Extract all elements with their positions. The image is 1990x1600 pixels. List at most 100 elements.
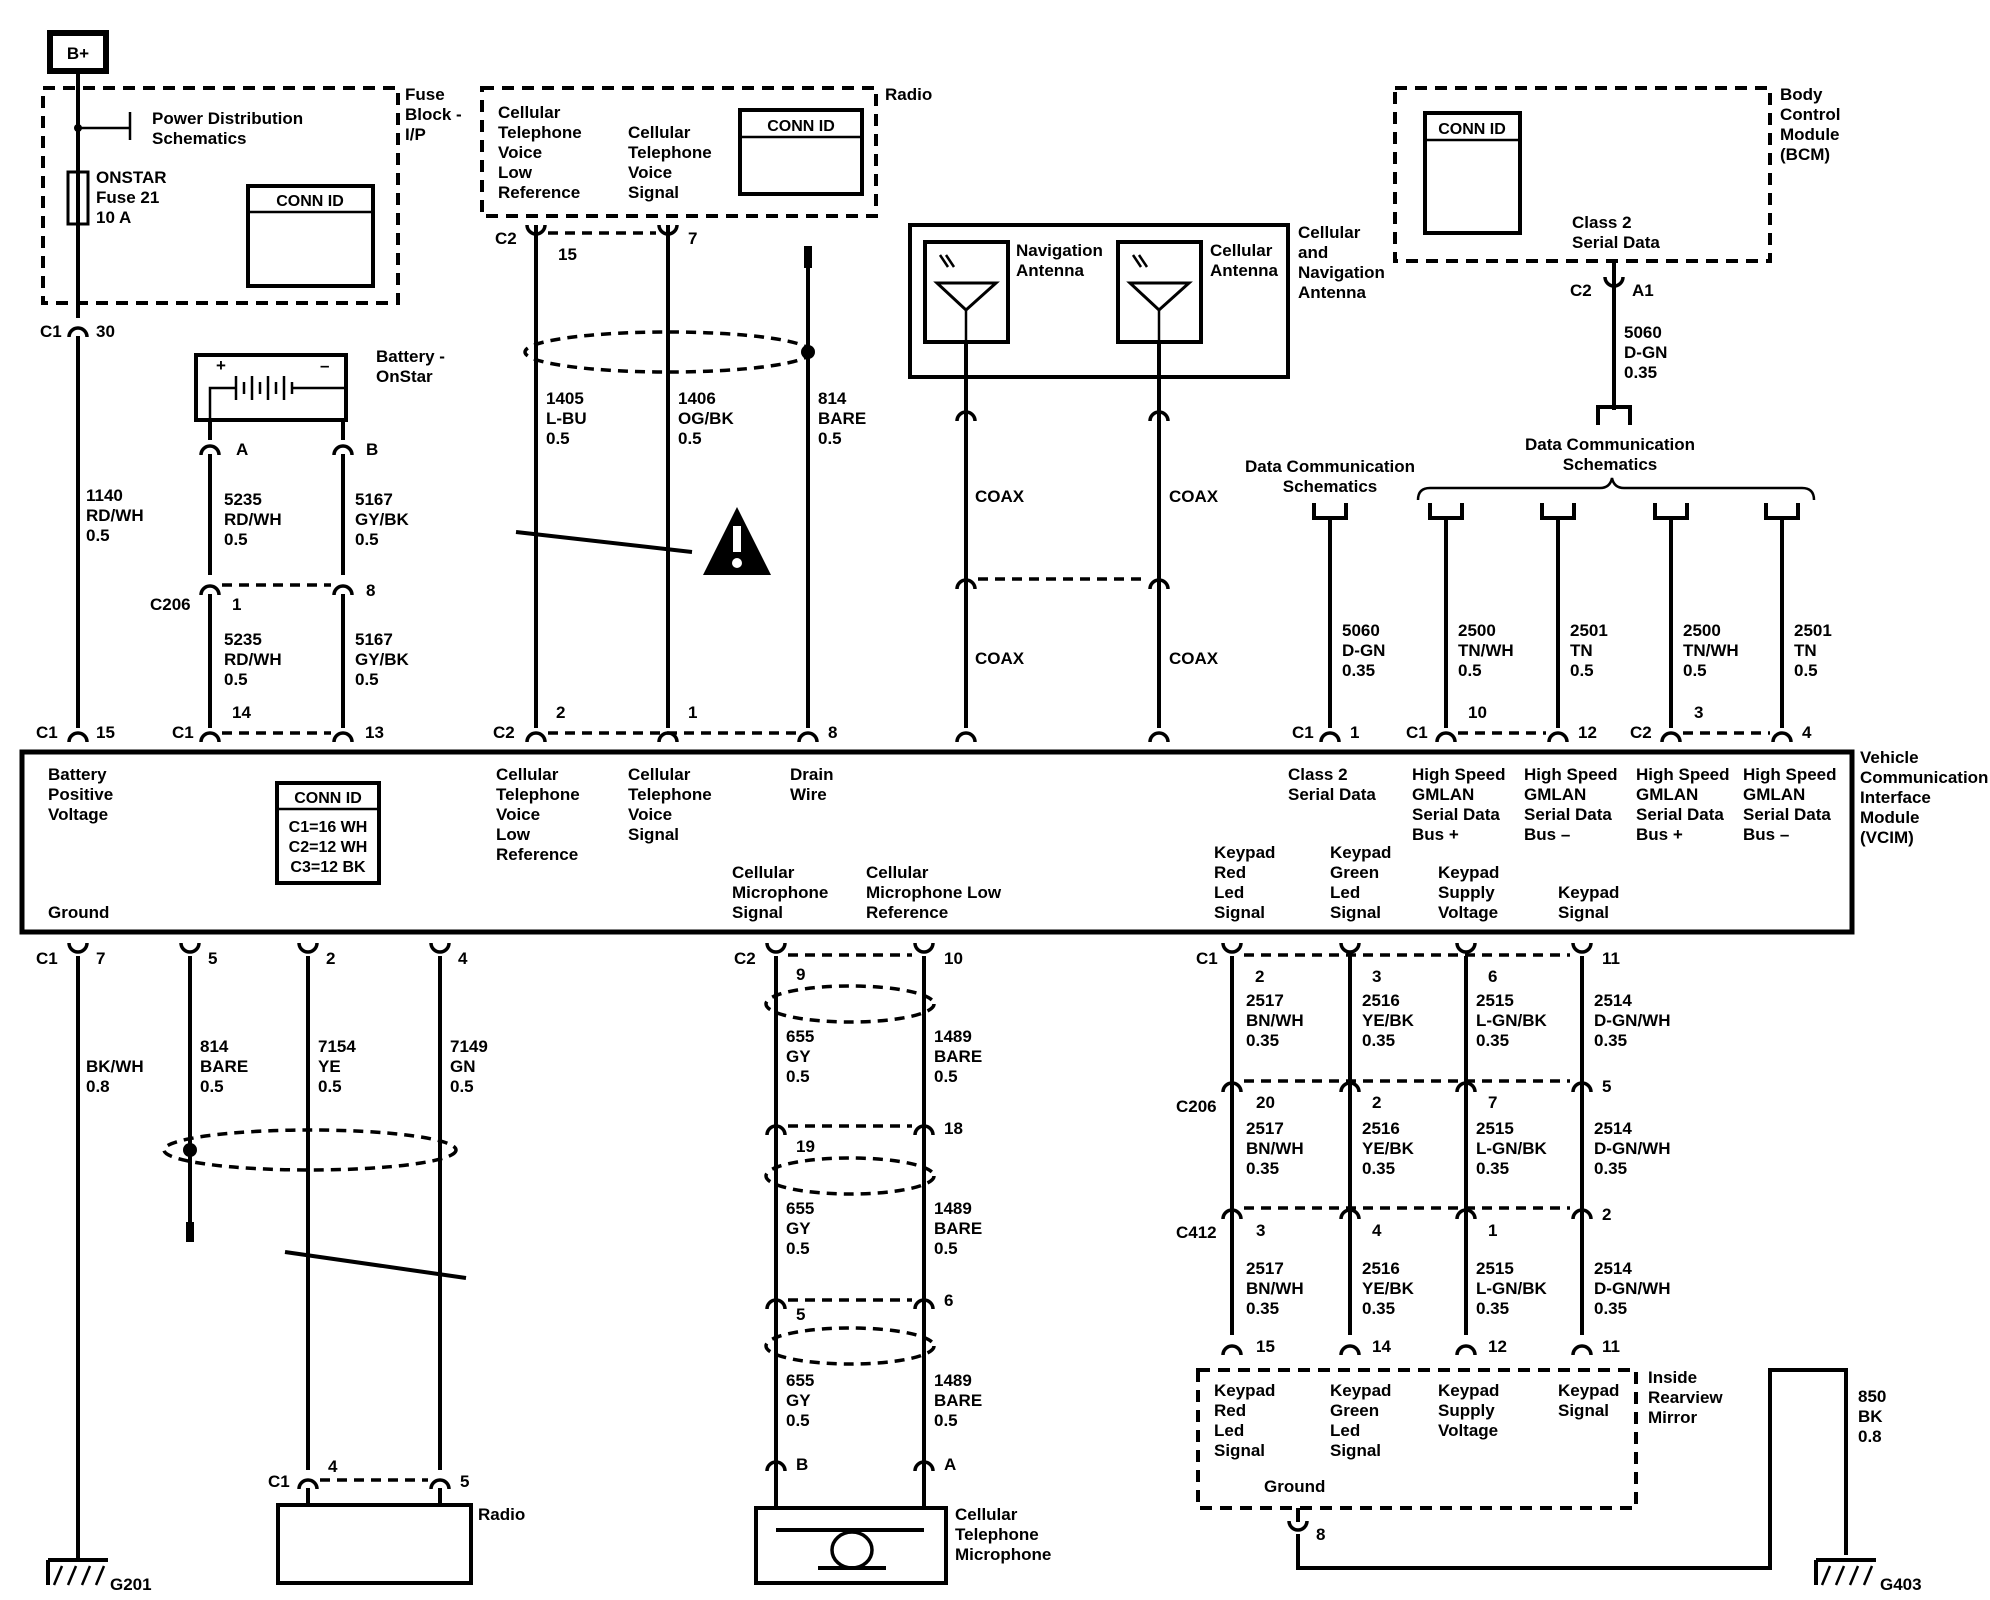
w2517-b-color: BN/WH: [1246, 1139, 1304, 1158]
mirror-name-3: Mirror: [1648, 1408, 1698, 1427]
g201-label: G201: [110, 1575, 152, 1594]
datacomm-left-2: Schematics: [1283, 477, 1378, 496]
w2514-c-size: 0.35: [1594, 1299, 1627, 1318]
w2515-b-size: 0.35: [1476, 1159, 1509, 1178]
coax-label-4: COAX: [1169, 649, 1219, 668]
w1489-c-color: BARE: [934, 1391, 982, 1410]
mic-pin-b: B: [796, 1455, 808, 1474]
radio-top-name: Radio: [885, 85, 932, 104]
w655-c-size: 0.5: [786, 1411, 810, 1430]
vcim-pin-14: 14: [232, 703, 251, 722]
vcim-kp-red-1: Keypad: [1214, 843, 1275, 862]
radio-signal-1: Cellular: [628, 123, 691, 142]
vcim-name-2: Communication: [1860, 768, 1988, 787]
w2514-a-color: D-GN/WH: [1594, 1011, 1670, 1030]
vcim-conn-line-2: C2=12 WH: [289, 839, 368, 856]
w2517-c-color: BN/WH: [1246, 1279, 1304, 1298]
w2516-c-size: 0.35: [1362, 1299, 1395, 1318]
vcim-kp-signal-2: Signal: [1558, 903, 1609, 922]
w5167-b-num: 5167: [355, 630, 393, 649]
vcim-top-connectors: C1 15 C1 14 13 C2 2 1 8 C1 1 C1 10 12 C2…: [36, 703, 1812, 744]
radio-lowref-2: Telephone: [498, 123, 582, 142]
vcim-gmlan-minus-a-2: GMLAN: [1524, 785, 1586, 804]
fuse-conn-id: CONN ID: [276, 193, 344, 210]
bcm-conn: C2: [1570, 281, 1592, 300]
w2514-c-color: D-GN/WH: [1594, 1279, 1670, 1298]
vcim-gmlan-minus-a-4: Bus –: [1524, 825, 1570, 844]
w2514-b-size: 0.35: [1594, 1159, 1627, 1178]
vcim-mic-signal-3: Signal: [732, 903, 783, 922]
fuse-block-name-2: Block -: [405, 105, 462, 124]
vcim-pin-8-a: 8: [828, 723, 837, 742]
vcim-kp-supply-3: Voltage: [1438, 903, 1498, 922]
fuse-label-3: 10 A: [96, 208, 131, 227]
vcim-gmlan-minus-b-1: High Speed: [1743, 765, 1837, 784]
bplus-label: B+: [67, 44, 89, 63]
radio-bot-name: Radio: [478, 1505, 525, 1524]
vcim-c2-a: C2: [493, 723, 515, 742]
mirror-name-2: Rearview: [1648, 1388, 1723, 1407]
vcim-conn-line-1: C1=16 WH: [289, 819, 368, 836]
battery-pin-a: A: [236, 440, 248, 459]
c206-b-pin-20: 20: [1256, 1093, 1275, 1112]
coax-label-3: COAX: [975, 649, 1025, 668]
vcim-kp-supply-1: Keypad: [1438, 863, 1499, 882]
w2517-a-size: 0.35: [1246, 1031, 1279, 1050]
mirror-kp-red-3: Led: [1214, 1421, 1244, 1440]
mirror-kp-signal-1: Keypad: [1558, 1381, 1619, 1400]
mirror-ground: Ground: [1264, 1477, 1325, 1496]
w655-b-num: 655: [786, 1199, 814, 1218]
vcim-bot-kp-pin-6: 6: [1488, 967, 1497, 986]
w7154-num: 7154: [318, 1037, 356, 1056]
mirror-kp-red-1: Keypad: [1214, 1381, 1275, 1400]
radio-lowref-4: Low: [498, 163, 533, 182]
battery-minus: –: [320, 356, 329, 375]
vcim-gmlan-plus-b-1: High Speed: [1636, 765, 1730, 784]
w2515-c-color: L-GN/BK: [1476, 1279, 1548, 1298]
mirror-kp-supply-1: Keypad: [1438, 1381, 1499, 1400]
bkwh-color: BK/WH: [86, 1057, 144, 1076]
mic-pin-5: 5: [796, 1305, 805, 1324]
vcim-bot-pin-5: 5: [208, 949, 217, 968]
break-line-top: [515, 530, 693, 554]
warning-icon: [703, 507, 771, 575]
vcim-bot-c2: C2: [734, 949, 756, 968]
vcim-gmlan-minus-a-3: Serial Data: [1524, 805, 1612, 824]
radio-signal-2: Telephone: [628, 143, 712, 162]
vcim-battery-2: Positive: [48, 785, 113, 804]
radio-lowref-3: Voice: [498, 143, 542, 162]
vcim-bot-kp-pin-3: 3: [1372, 967, 1381, 986]
vcim-lowref-2: Telephone: [496, 785, 580, 804]
w2515-a-color: L-GN/BK: [1476, 1011, 1548, 1030]
gmlan-stubs: [1428, 503, 1800, 520]
w2501-a-size: 0.5: [1570, 661, 1594, 680]
vcim-name-1: Vehicle: [1860, 748, 1919, 767]
vcim-bot-pin-10: 10: [944, 949, 963, 968]
body-control-module: Body Control Module (BCM) CONN ID Class …: [1393, 85, 1840, 300]
w2516-a-color: YE/BK: [1362, 1011, 1415, 1030]
w2516-c-num: 2516: [1362, 1259, 1400, 1278]
vcim-name-3: Interface: [1860, 788, 1931, 807]
w814-bot-num: 814: [200, 1037, 229, 1056]
w655-b-size: 0.5: [786, 1239, 810, 1258]
vcim-mic-lowref-2: Microphone Low: [866, 883, 1002, 902]
w1405-color: L-BU: [546, 409, 587, 428]
w2501-b-num: 2501: [1794, 621, 1832, 640]
w5167-a-num: 5167: [355, 490, 393, 509]
vcim-bot-c1-b: C1: [1196, 949, 1218, 968]
vcim-c1-b: C1: [172, 723, 194, 742]
vcim-drain-1: Drain: [790, 765, 833, 784]
w5235-a-size: 0.5: [224, 530, 248, 549]
datacomm-right-1: Data Communication: [1525, 435, 1695, 454]
vcim-pin-2-a: 2: [556, 703, 565, 722]
radio-top-conn-id: CONN ID: [767, 118, 835, 135]
microphone-icon: [830, 1530, 874, 1570]
w2515-a-size: 0.35: [1476, 1031, 1509, 1050]
vcim-gmlan-plus-a-1: High Speed: [1412, 765, 1506, 784]
mic-pin-9: 9: [796, 965, 805, 984]
mirror-kp-green-1: Keypad: [1330, 1381, 1391, 1400]
vcim-signal-1: Cellular: [628, 765, 691, 784]
coax-label-2: COAX: [1169, 487, 1219, 506]
w2517-c-num: 2517: [1246, 1259, 1284, 1278]
vcim-class2-2: Serial Data: [1288, 785, 1376, 804]
